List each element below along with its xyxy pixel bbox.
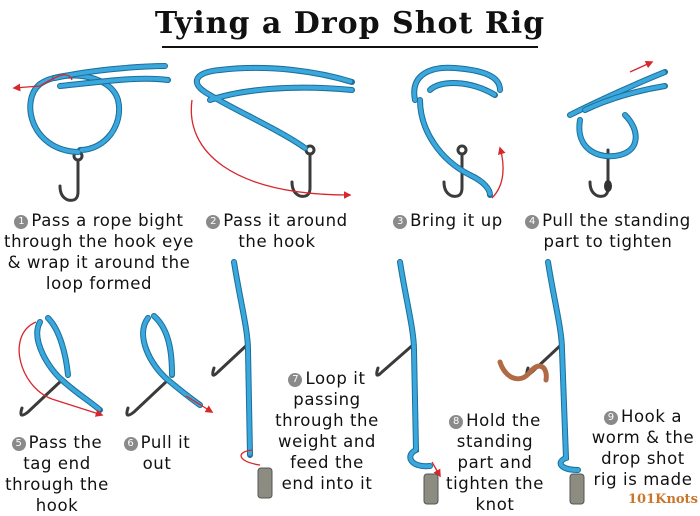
logo-number: 101 (628, 492, 656, 507)
step-1-number: 1 (14, 215, 29, 229)
rope-strand (567, 69, 668, 160)
rope-strand (545, 259, 581, 473)
step-4-text: Pull the standing part to tighten (542, 211, 691, 251)
step-8-number: 8 (449, 415, 464, 429)
weight-icon (569, 473, 585, 505)
step-9-number: 9 (603, 411, 618, 425)
step-4-number: 4 (525, 215, 540, 229)
step-7-text: Loop it passing through the weight and f… (275, 369, 379, 493)
step-7-number: 7 (288, 373, 303, 387)
step-6-number: 6 (123, 437, 138, 451)
hook-icon (19, 378, 64, 417)
direction-arrow (431, 461, 441, 478)
step-2-number: 2 (206, 215, 221, 229)
step-1-text: Pass a rope bight through the hook eye &… (4, 211, 194, 293)
step-2-text: Pass it around the hook (223, 211, 348, 251)
rope-strand (397, 259, 433, 470)
step-6-illustration (125, 313, 214, 417)
direction-arrow (491, 146, 506, 199)
step-9-illustration (497, 259, 585, 505)
site-logo: 101Knots (628, 492, 698, 507)
step-3-number: 3 (393, 215, 408, 229)
rope-strand (193, 64, 355, 151)
hook-icon (125, 378, 170, 417)
step-4-illustration (567, 61, 668, 198)
rope-strand (411, 64, 503, 198)
step-3-illustration (411, 64, 506, 199)
logo-word: Knots (655, 492, 698, 507)
rope-strand (34, 315, 103, 413)
title-underline (162, 46, 538, 48)
hook-icon (58, 150, 84, 202)
hook-icon (375, 342, 416, 377)
hook-icon (442, 144, 468, 198)
direction-arrow (18, 321, 104, 417)
direction-arrow (190, 99, 352, 199)
weight-icon (257, 467, 273, 499)
hook-icon (290, 144, 316, 198)
step-6-text: Pull it out (140, 433, 191, 473)
worm-icon (497, 359, 549, 383)
step-5-number: 5 (11, 437, 26, 451)
rope-strand (231, 259, 253, 458)
direction-arrow (185, 395, 214, 413)
direction-arrow (240, 449, 261, 466)
weight-icon (423, 473, 439, 505)
step-2-illustration (190, 64, 355, 199)
rope-strand (27, 63, 171, 155)
step-7-illustration (211, 259, 273, 499)
step-3-text: Bring it up (410, 211, 503, 230)
page-title: Tying a Drop Shot Rig (154, 6, 546, 41)
step-5-illustration (18, 315, 104, 417)
knot-icon (604, 180, 612, 192)
hook-icon (211, 342, 250, 377)
step-8-text: Hold the standing part and tighten the k… (446, 411, 544, 514)
step-1-illustration (12, 63, 171, 202)
direction-arrow (629, 61, 654, 73)
direction-arrow (12, 74, 73, 92)
step-8-illustration (375, 259, 441, 505)
rope-strand (140, 313, 203, 408)
step-5-text: Pass the tag end through the hook (5, 433, 109, 515)
step-9-text: Hook a worm & the drop shot rig is made (591, 407, 695, 489)
